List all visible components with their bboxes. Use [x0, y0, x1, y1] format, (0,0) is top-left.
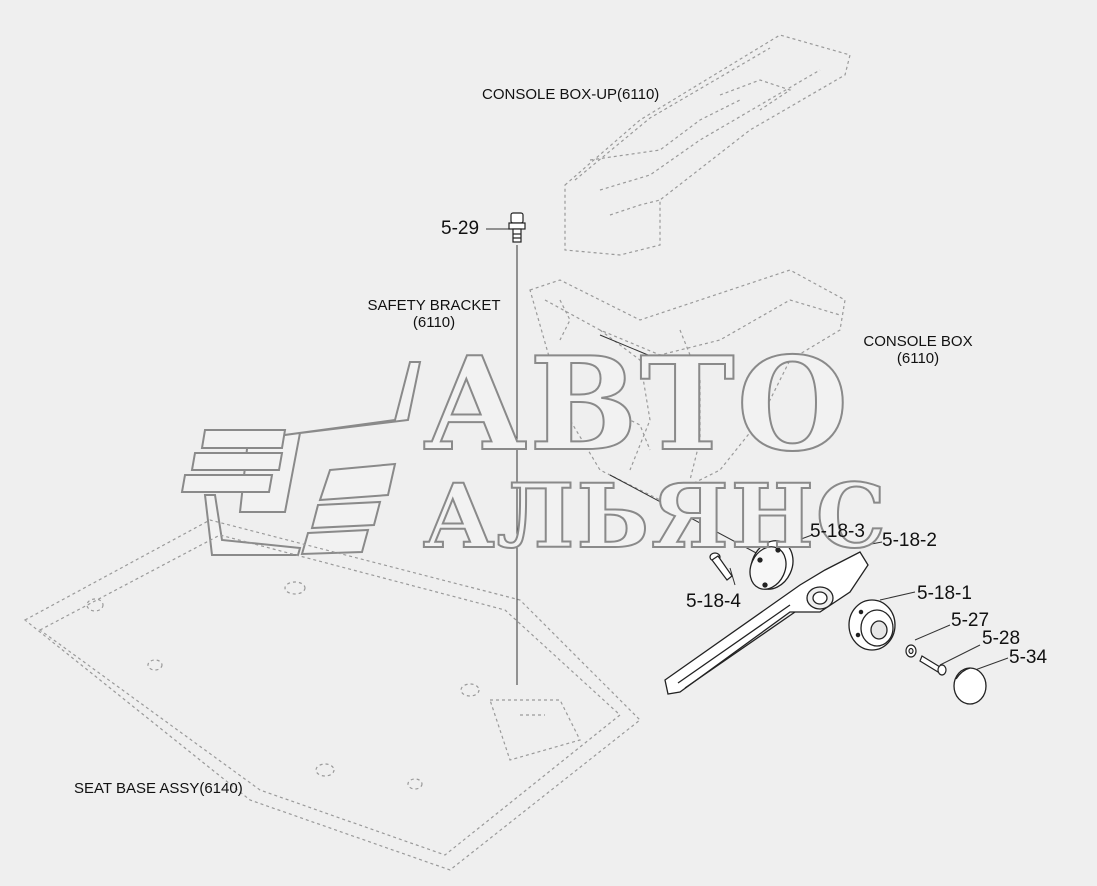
label-seat-base-assy: SEAT BASE ASSY(6140) [74, 780, 243, 797]
label-console-box-code: (6110) [896, 350, 940, 367]
seat-base-outline [23, 519, 641, 871]
handle-5-18-2-icon [664, 551, 869, 695]
callout-5-18-1: 5-18-1 [917, 583, 972, 604]
watermark-line2: АЛЬЯНС [422, 464, 888, 568]
washer-5-27-icon [905, 644, 917, 658]
callout-5-28: 5-28 [982, 628, 1021, 649]
console-box-outline [529, 269, 846, 501]
label-safety-bracket: SAFETY BRACKET [367, 297, 501, 314]
label-console-box-up: CONSOLE BOX-UP(6110) [482, 86, 660, 103]
console-box-up-outline [564, 34, 851, 256]
ring-5-18-3-icon [749, 540, 794, 590]
bolt-5-18-4-icon [709, 552, 733, 581]
callout-5-18-3: 5-18-3 [810, 521, 865, 542]
label-console-box: CONSOLE BOX [863, 333, 973, 350]
callout-5-18-4: 5-18-4 [686, 591, 741, 612]
bolt-5-28-icon [919, 655, 947, 676]
leader-lines [486, 228, 1009, 685]
callout-5-18-2: 5-18-2 [882, 530, 937, 551]
watermark-logo-icon [180, 361, 422, 556]
label-safety-bracket-code: (6110) [412, 314, 456, 331]
callout-5-34: 5-34 [1009, 647, 1048, 668]
knob-5-18-1-icon [848, 599, 896, 651]
cap-5-34-icon [953, 667, 987, 705]
callout-5-27: 5-27 [951, 610, 990, 631]
watermark-line1: АВТО [422, 330, 851, 480]
callout-5-29: 5-29 [441, 218, 480, 239]
screw-5-29-icon [508, 212, 526, 243]
